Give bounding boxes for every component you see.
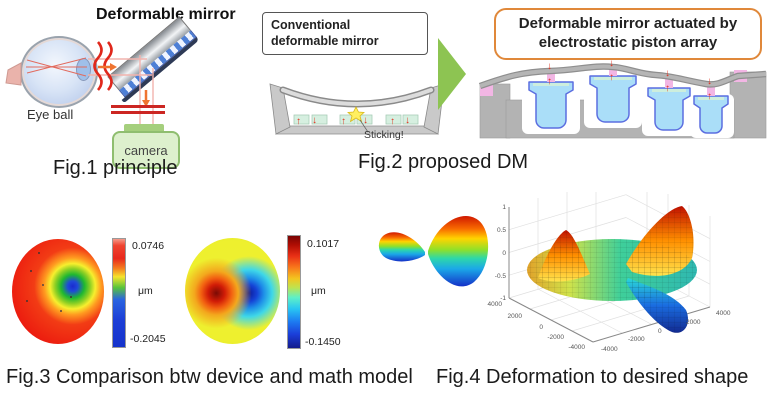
desired-shape-surface xyxy=(378,216,489,287)
svg-text:1: 1 xyxy=(502,204,506,211)
svg-text:-2000: -2000 xyxy=(628,336,645,343)
proposed-dm-callout: Deformable mirror actuated by electrosta… xyxy=(494,8,762,60)
model-colorbar xyxy=(287,235,301,349)
svg-text:-0.5: -0.5 xyxy=(495,273,507,280)
dm-left-wall xyxy=(269,83,291,135)
fig4-caption: Fig.4 Deformation to desired shape xyxy=(436,366,749,388)
svg-text:0.5: 0.5 xyxy=(497,227,506,234)
direction-arrows xyxy=(98,63,150,107)
svg-text:↑: ↑ xyxy=(547,76,552,87)
svg-text:↓: ↓ xyxy=(405,115,410,126)
svg-text:4000: 4000 xyxy=(716,310,731,317)
z-axis-ticks: 1 0.5 0 -0.5 -1 xyxy=(495,204,507,302)
left-peak-mesh xyxy=(538,230,590,282)
fig1-optics-overlay xyxy=(5,41,154,129)
svg-text:↓: ↓ xyxy=(665,68,670,79)
svg-text:↓: ↓ xyxy=(609,60,614,69)
svg-text:↑: ↑ xyxy=(609,72,614,83)
membrane xyxy=(479,64,767,88)
svg-text:↓: ↓ xyxy=(707,76,712,87)
conventional-dm-diagram: ↑ ↓ ↑ ↓ ↑ ↓ Sticking! xyxy=(269,83,445,141)
eye-ball-label: Eye ball xyxy=(27,107,74,122)
sticking-star-icon xyxy=(347,106,365,123)
svg-text:-4000: -4000 xyxy=(568,344,585,351)
pistons xyxy=(528,75,729,134)
device-colorbar-max: 0.0746 xyxy=(132,240,165,252)
svg-text:↓: ↓ xyxy=(547,61,552,72)
device-colorbar xyxy=(112,238,126,348)
svg-text:↑: ↑ xyxy=(665,83,670,94)
svg-text:↑: ↑ xyxy=(296,116,301,127)
svg-text:4000: 4000 xyxy=(488,301,503,308)
lens-line-bottom xyxy=(111,111,165,114)
svg-text:↑: ↑ xyxy=(341,116,346,127)
membrane xyxy=(281,88,433,106)
device-colorbar-min: -0.2045 xyxy=(130,333,166,345)
camera-mount xyxy=(124,124,164,133)
camera-label: camera xyxy=(124,142,168,158)
fig2-caption: Fig.2 proposed DM xyxy=(358,151,529,173)
model-colorbar-min: -0.1450 xyxy=(305,336,341,348)
svg-text:↓: ↓ xyxy=(363,115,368,126)
lens-line-top xyxy=(111,105,165,108)
fig3-caption: Fig.3 Comparison btw device and math mod… xyxy=(6,366,413,388)
transition-arrow-icon xyxy=(438,38,466,110)
math-model-map xyxy=(185,238,280,344)
sticking-label: Sticking! xyxy=(364,129,404,141)
svg-text:0: 0 xyxy=(502,250,506,257)
svg-text:↑: ↑ xyxy=(390,116,395,127)
svg-text:2000: 2000 xyxy=(686,319,701,326)
retina-rays xyxy=(26,57,87,77)
dm-base xyxy=(275,125,439,135)
svg-text:↑: ↑ xyxy=(707,91,712,102)
device-measurement-map xyxy=(12,239,104,344)
axes-lines xyxy=(508,207,711,343)
beam-lines xyxy=(88,55,154,129)
fig1-title: Deformable mirror xyxy=(96,6,236,23)
actuation-arrows: ↓ ↑ ↓ ↑ ↓ ↑ ↓ ↑ xyxy=(547,60,712,102)
svg-text:2000: 2000 xyxy=(508,313,523,320)
electrodes xyxy=(293,114,419,125)
optic-nerve xyxy=(5,62,22,86)
sticking-leader-line xyxy=(359,119,369,133)
x-axis-ticks: 4000 2000 0 -2000 -4000 xyxy=(488,301,586,351)
svg-text:-1: -1 xyxy=(500,295,506,302)
model-colorbar-unit: μm xyxy=(311,285,326,297)
piston-array-diagram: ↓ ↑ ↓ ↑ ↓ ↑ ↓ ↑ xyxy=(478,60,767,139)
svg-text:0: 0 xyxy=(658,328,662,335)
actuation-arrows: ↑ ↓ ↑ ↓ ↑ ↓ xyxy=(296,115,410,127)
valley-mesh xyxy=(626,278,689,333)
svg-text:-4000: -4000 xyxy=(601,346,618,353)
deformation-3d-plot: 1 0.5 0 -0.5 -1 4000 2000 0 -2000 -4000 … xyxy=(488,192,731,353)
conventional-dm-callout: Conventional deformable mirror xyxy=(262,12,428,56)
camera-graphic: camera xyxy=(112,131,180,169)
right-peak-mesh xyxy=(626,206,694,276)
saddle-left-lobe xyxy=(378,232,425,262)
model-colorbar-max: 0.1017 xyxy=(307,238,340,250)
svg-text:-2000: -2000 xyxy=(547,334,564,341)
measurement-speckles xyxy=(30,270,32,272)
fig1-caption: Fig.1 principle xyxy=(53,157,178,179)
saddle-right-lobe xyxy=(428,216,489,287)
svg-text:↓: ↓ xyxy=(312,115,317,126)
y-axis-ticks: -4000 -2000 0 2000 4000 xyxy=(601,310,731,353)
device-colorbar-unit: μm xyxy=(138,285,153,297)
svg-text:0: 0 xyxy=(539,324,543,331)
piston-top-electrodes xyxy=(533,77,724,100)
